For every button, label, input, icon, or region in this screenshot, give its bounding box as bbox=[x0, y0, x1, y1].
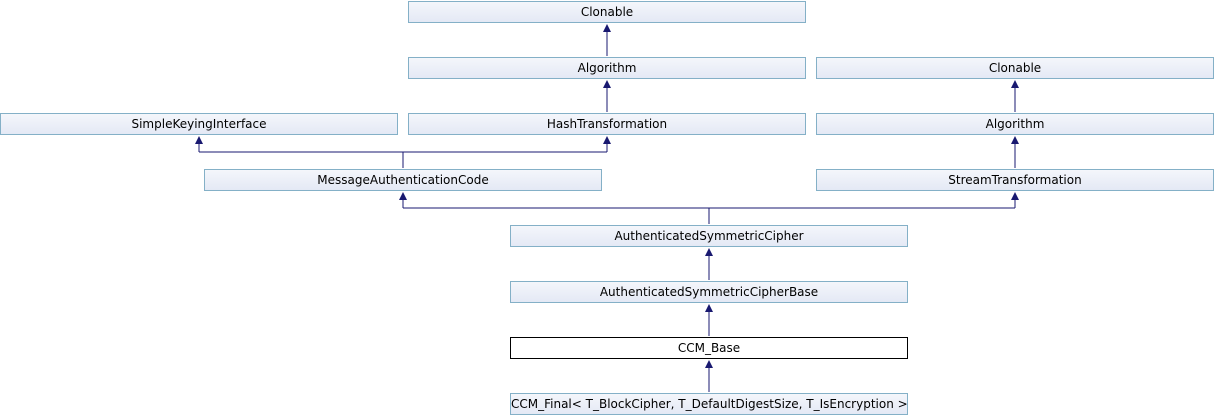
node-hash-transformation[interactable]: HashTransformation bbox=[408, 113, 806, 135]
arrowhead-ccm-base bbox=[705, 360, 713, 368]
arrowhead-algorithm-left bbox=[603, 80, 611, 88]
node-authenticated-symmetric-cipher[interactable]: AuthenticatedSymmetricCipher bbox=[510, 225, 908, 247]
node-clonable-left[interactable]: Clonable bbox=[408, 1, 806, 23]
arrowhead-hash-transformation bbox=[603, 136, 611, 144]
arrowhead-algorithm-right bbox=[1011, 136, 1019, 144]
arrowhead-clonable-left bbox=[603, 24, 611, 32]
node-ccm-base: CCM_Base bbox=[510, 337, 908, 359]
arrowhead-clonable-right bbox=[1011, 80, 1019, 88]
arrowhead-authenticated-symmetric-cipher-base bbox=[705, 304, 713, 312]
node-clonable-right[interactable]: Clonable bbox=[816, 57, 1214, 79]
node-algorithm-right[interactable]: Algorithm bbox=[816, 113, 1214, 135]
node-algorithm-left[interactable]: Algorithm bbox=[408, 57, 806, 79]
arrowhead-message-authentication-code bbox=[399, 192, 407, 200]
node-ccm-final[interactable]: CCM_Final< T_BlockCipher, T_DefaultDiges… bbox=[510, 393, 908, 415]
node-stream-transformation[interactable]: StreamTransformation bbox=[816, 169, 1214, 191]
node-simple-keying-interface[interactable]: SimpleKeyingInterface bbox=[0, 113, 398, 135]
node-authenticated-symmetric-cipher-base[interactable]: AuthenticatedSymmetricCipherBase bbox=[510, 281, 908, 303]
arrowhead-simple-keying-interface bbox=[195, 136, 203, 144]
arrowhead-stream-transformation bbox=[1011, 192, 1019, 200]
node-message-authentication-code[interactable]: MessageAuthenticationCode bbox=[204, 169, 602, 191]
arrowhead-authenticated-symmetric-cipher bbox=[705, 248, 713, 256]
